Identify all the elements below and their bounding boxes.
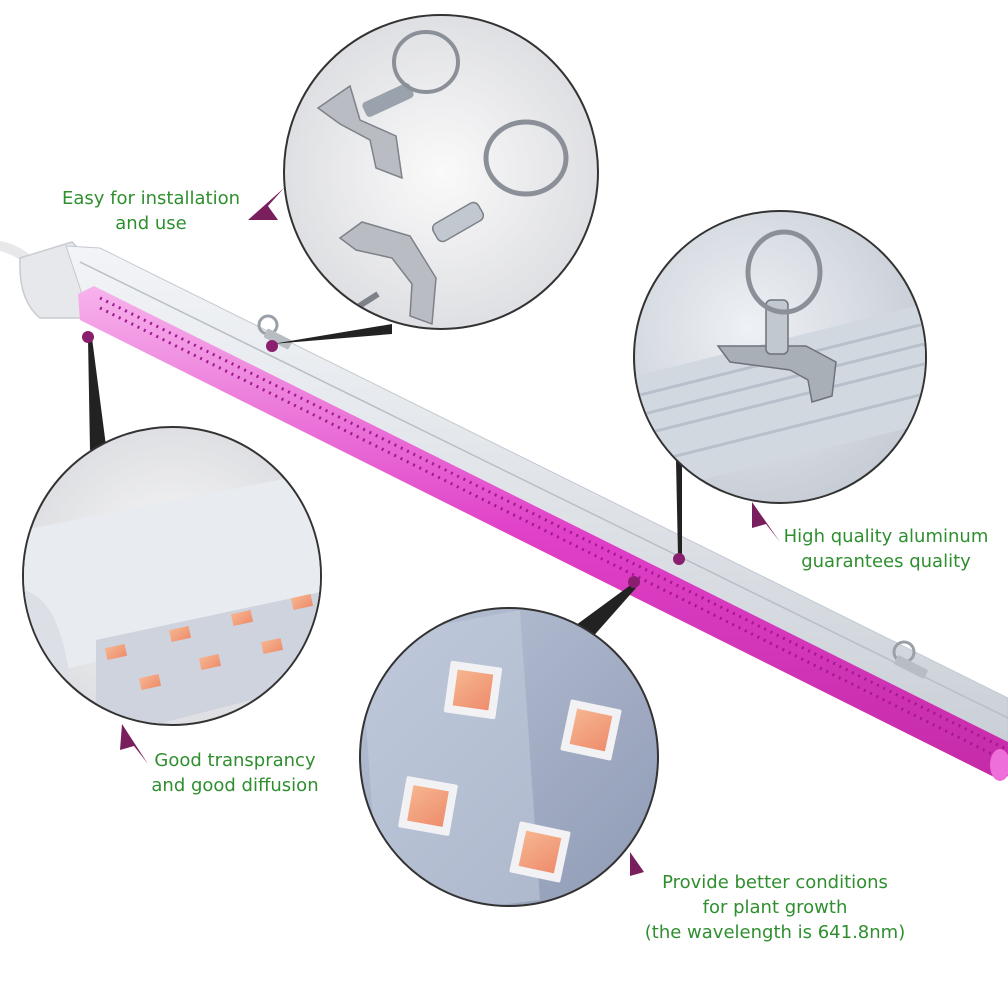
callout-pointers xyxy=(82,324,685,640)
pointer-installation xyxy=(272,324,392,344)
growth-label-line-2: for plant growth xyxy=(702,897,848,918)
marker-dot xyxy=(673,553,685,565)
diffuser-cover xyxy=(24,470,320,680)
led-chip-icon xyxy=(260,638,284,654)
led-chip-icon xyxy=(398,776,458,836)
arrowhead-icon xyxy=(752,502,780,542)
installation-label: Easy for installation and use xyxy=(56,186,246,236)
marker-dot xyxy=(82,331,94,343)
led-chip-icon xyxy=(443,660,503,720)
aluminum-label-line-2: guarantees quality xyxy=(801,551,971,572)
diffusion-label-line-2: and good diffusion xyxy=(151,775,319,796)
led-chip-icon xyxy=(104,644,128,660)
pointer-diffusion xyxy=(88,338,106,450)
led-dot-row-top xyxy=(99,296,1008,752)
led-chip-icon xyxy=(290,594,314,610)
aluminum-detail-circle xyxy=(633,210,927,504)
aluminum-label: High quality aluminum guarantees quality xyxy=(776,524,996,574)
mounting-clip-icon xyxy=(716,345,837,403)
led-chip-icon xyxy=(168,626,192,642)
arrow-markers xyxy=(120,188,780,892)
led-chip-icon xyxy=(138,674,162,690)
pin-icon xyxy=(431,201,485,243)
key-ring-icon xyxy=(745,229,823,315)
diffusion-label: Good transprancy and good diffusion xyxy=(142,748,328,798)
growth-detail-circle xyxy=(359,607,659,907)
hanging-clip xyxy=(894,655,928,679)
led-chip-icon xyxy=(198,654,222,670)
growth-label-line-3: (the wavelength is 641.8nm) xyxy=(644,922,906,943)
arrowhead-icon xyxy=(120,724,148,764)
marker-dot xyxy=(266,340,278,352)
led-chip-icon xyxy=(230,610,254,626)
led-chip-icon xyxy=(509,821,571,883)
installation-detail-circle xyxy=(283,14,599,330)
led-dot-row-bottom xyxy=(99,306,1008,764)
installation-label-line-1: Easy for installation xyxy=(61,188,240,209)
marker-dot xyxy=(628,576,640,588)
diffusion-detail-circle xyxy=(22,426,322,726)
screw-pin-icon xyxy=(362,83,414,117)
mounting-clip-icon xyxy=(338,221,437,326)
installation-label-line-2: and use xyxy=(115,213,187,234)
aluminum-label-line-1: High quality aluminum xyxy=(783,526,989,547)
profile-groove xyxy=(635,338,925,422)
led-chip-icon xyxy=(560,699,622,761)
diffusion-label-line-1: Good transprancy xyxy=(154,750,316,771)
mounting-clip-icon xyxy=(316,84,403,180)
pointer-growth xyxy=(572,584,636,640)
key-ring-icon xyxy=(483,119,569,197)
led-strip xyxy=(78,286,1008,780)
led-grow-light-tube xyxy=(0,241,1008,781)
growth-label-line-1: Provide better conditions xyxy=(662,872,888,893)
tube-top-rail xyxy=(79,261,1008,719)
hanging-clip xyxy=(263,328,293,350)
arrowhead-icon xyxy=(630,852,658,892)
pointer-aluminum xyxy=(676,460,682,556)
profile-groove xyxy=(635,358,925,442)
arrowhead-icon xyxy=(248,188,284,220)
growth-label: Provide better conditions for plant grow… xyxy=(640,870,910,945)
led-strip-end-glow xyxy=(990,749,1008,781)
key-ring-icon xyxy=(392,30,460,94)
board-highlight xyxy=(361,610,540,905)
